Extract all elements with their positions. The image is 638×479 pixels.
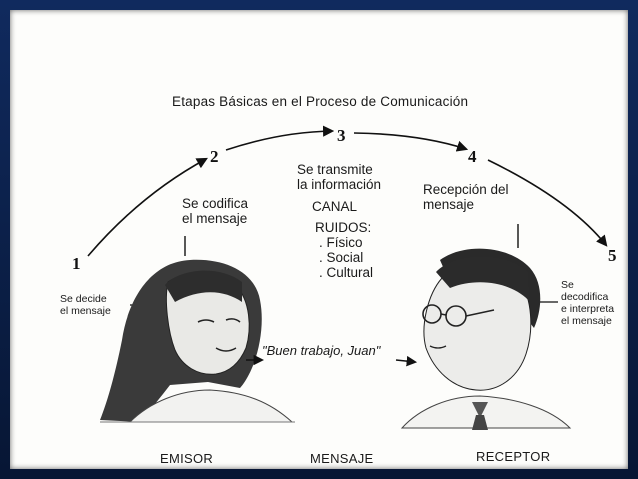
stage-1-text: Se decide el mensaje — [60, 293, 111, 318]
receiver-man-illustration — [400, 248, 572, 430]
arrow-1-to-2 — [87, 157, 208, 257]
arrow-3-to-4 — [353, 132, 469, 152]
illustration-layer — [87, 125, 608, 430]
stage-5-text: Se decodifica e interpreta el mensaje — [561, 279, 615, 328]
arrow-to-receiver — [395, 355, 418, 367]
diagram-panel: Etapas Básicas en el Proceso de Comunica… — [10, 10, 628, 469]
noise-item: . Social — [319, 250, 364, 266]
sender-woman-illustration — [100, 259, 295, 423]
arrow-2-to-3 — [225, 125, 335, 151]
stage-3-number: 3 — [337, 126, 346, 145]
noise-item: . Físico — [319, 235, 363, 251]
stage-2-number: 2 — [210, 147, 219, 166]
noise-list: RUIDOS: . Físico . Social . Cultural — [315, 220, 373, 280]
role-message: MENSAJE — [310, 451, 374, 466]
noise-item: . Cultural — [319, 265, 374, 281]
stage-1-number: 1 — [72, 254, 81, 273]
role-receiver: RECEPTOR — [476, 449, 551, 464]
stage-2-text: Se codifica el mensaje — [182, 196, 249, 227]
stage-4-number: 4 — [468, 147, 477, 166]
role-sender: EMISOR — [160, 451, 214, 466]
channel-label: CANAL — [312, 199, 358, 214]
arrow-4-to-5 — [487, 159, 608, 247]
diagram-title: Etapas Básicas en el Proceso de Comunica… — [172, 94, 469, 109]
stage-4-text: Recepción del mensaje — [423, 182, 509, 213]
stage-3-text: Se transmite la información — [297, 162, 382, 193]
message-quote: "Buen trabajo, Juan" — [262, 343, 381, 358]
noise-label: RUIDOS: — [315, 220, 372, 235]
stage-5-number: 5 — [608, 246, 617, 265]
